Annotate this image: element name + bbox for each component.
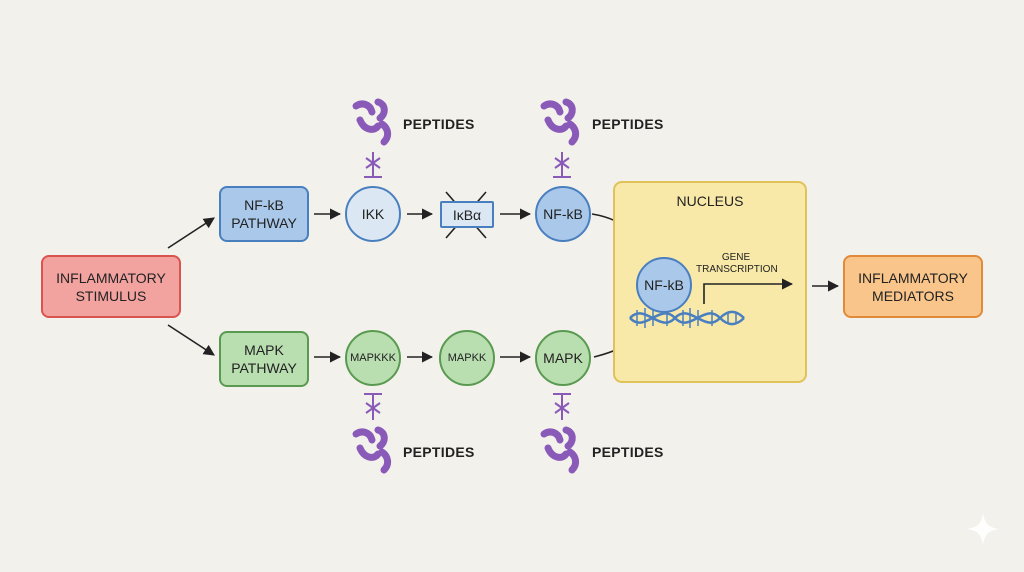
inflammatory-mediators-label: INFLAMMATORY MEDIATORS [858,269,968,304]
mapk-label: MAPK [543,350,583,366]
inflammatory-stimulus-label: INFLAMMATORY STIMULUS [56,269,166,304]
peptide-icon-bottom-right [544,430,576,470]
ikba-box: IκBα [440,201,494,228]
inhibitor-nfkb-icon [553,152,571,178]
ikk-label: IKK [361,206,385,222]
ikba-label: IκBα [452,206,482,223]
transcription-arrow [703,278,794,304]
arrow-stimulus-to-nfkb [167,217,215,249]
mapkkk-label: MAPKKK [350,352,396,364]
nfkb-pathway-box: NF-kB PATHWAY [219,186,309,242]
nfkb-label: NF-kB [543,206,583,222]
nucleus-nfkb-label: NF-kB [644,277,684,293]
mapkk-node: MAPKK [439,330,495,386]
mapk-pathway-box: MAPK PATHWAY [219,331,309,387]
peptides-label-top-right: PEPTIDES [592,116,664,132]
peptides-label-top-left: PEPTIDES [403,116,475,132]
nfkb-pathway-label: NF-kB PATHWAY [231,197,297,231]
dna-helix-icon [629,308,745,328]
inhibitor-mapk-icon [553,393,571,420]
inflammatory-mediators-box: INFLAMMATORY MEDIATORS [843,255,983,318]
mapk-pathway-label: MAPK PATHWAY [231,342,297,376]
arrow-stimulus-to-mapk [167,324,215,356]
peptide-icon-top-right [544,102,576,142]
mapkk-label: MAPKK [447,352,487,364]
gene-transcription-label: GENE TRANSCRIPTION [696,252,778,275]
inflammatory-stimulus-box: INFLAMMATORY STIMULUS [41,255,181,318]
inhibitor-ikk-icon [364,152,382,178]
mapkkk-node: MAPKKK [345,330,401,386]
ikk-node: IKK [345,186,401,242]
nucleus-title: NUCLEUS [676,193,744,209]
nucleus-nfkb-node: NF-kB [636,257,692,313]
nfkb-node: NF-kB [535,186,591,242]
peptide-icon-bottom-left [356,430,388,470]
mapk-node: MAPK [535,330,591,386]
peptides-label-bottom-left: PEPTIDES [403,444,475,460]
inhibitor-mapkkk-icon [364,393,382,420]
sparkle-icon [967,513,999,545]
nucleus-box [613,181,807,383]
peptides-label-bottom-right: PEPTIDES [592,444,664,460]
peptide-icon-top-left [356,102,388,142]
